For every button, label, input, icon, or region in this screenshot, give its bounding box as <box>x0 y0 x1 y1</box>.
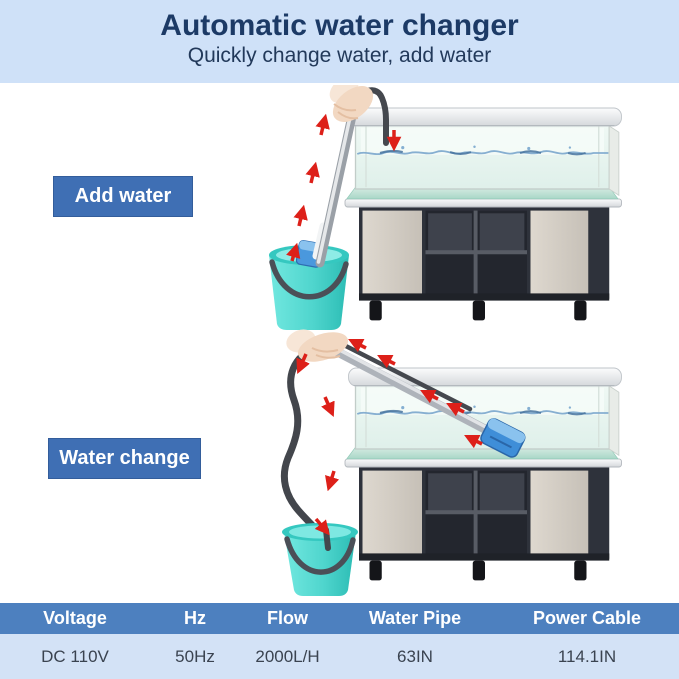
water-changer-wand <box>325 338 505 442</box>
spec-value-power-cable: 114.1IN <box>557 647 617 666</box>
bucket-icon <box>282 523 358 596</box>
spec-table-values: DC 110V 50Hz 2000L/H 63IN 114.1IN <box>0 634 679 679</box>
add-water-illustration <box>269 85 623 330</box>
spec-value-flow: 2000L/H <box>255 647 320 666</box>
water-change-illustration <box>280 329 623 596</box>
spec-table: Voltage Hz Flow Water Pipe Power Cable D… <box>0 603 679 679</box>
wand-lower-section <box>312 222 327 260</box>
flow-arrows-up <box>286 113 402 262</box>
hand-icon <box>329 85 374 122</box>
flow-arrows-suction <box>348 339 483 449</box>
spec-col-power-cable: Power Cable <box>532 608 642 628</box>
hand-icon <box>286 329 349 362</box>
pump-head-icon <box>480 418 526 458</box>
spec-value-water-pipe: 63IN <box>397 647 433 666</box>
header-banner: Automatic water changer Quickly change w… <box>0 0 679 83</box>
spec-col-flow: Flow <box>267 608 308 628</box>
illustration-canvas <box>269 85 623 596</box>
page-subtitle: Quickly change water, add water <box>187 44 492 67</box>
bucket-handle <box>269 259 349 300</box>
spec-col-voltage: Voltage <box>43 608 107 628</box>
page-title: Automatic water changer <box>160 9 519 42</box>
spec-value-hz: 50Hz <box>175 647 215 666</box>
spec-table-header: Voltage Hz Flow Water Pipe Power Cable <box>0 603 679 634</box>
spec-col-water-pipe: Water Pipe <box>368 608 462 628</box>
water-change-badge: Water change <box>48 438 201 479</box>
add-water-badge: Add water <box>53 176 193 217</box>
spec-value-voltage: DC 110V <box>41 647 109 666</box>
flow-arrows-drain <box>296 353 340 536</box>
drain-tube <box>280 343 331 556</box>
spec-col-hz: Hz <box>184 608 206 628</box>
